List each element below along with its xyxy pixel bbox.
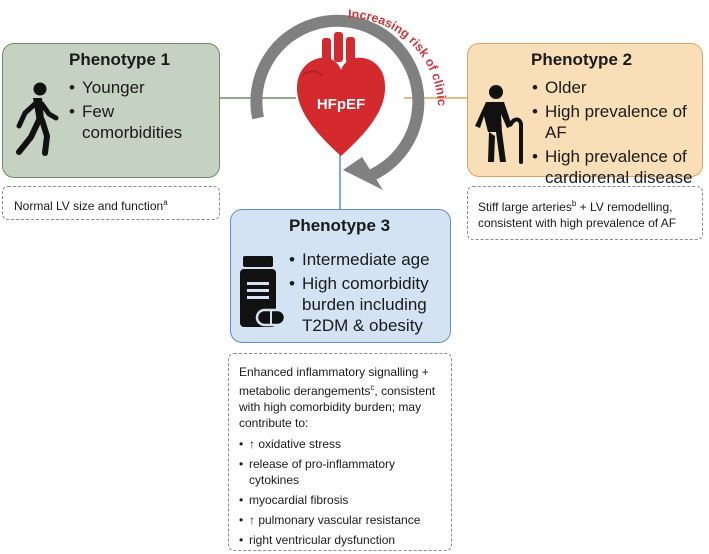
risk-arrow xyxy=(250,14,425,181)
list-item: High prevalence of AF xyxy=(532,101,700,143)
list-item: Older xyxy=(532,77,700,98)
phenotype-3-list: Intermediate age High comorbidity burden… xyxy=(289,249,447,339)
heart-icon xyxy=(296,32,386,156)
list-item: Intermediate age xyxy=(289,249,447,270)
footnote-marker: a xyxy=(163,198,168,207)
list-item: ↑ oxidative stress xyxy=(239,436,441,452)
phenotype-2-title: Phenotype 2 xyxy=(531,50,633,69)
list-item: ↑ pulmonary vascular resistance xyxy=(239,512,441,528)
list-item: Younger xyxy=(69,77,214,98)
note-text: Stiff large arteries xyxy=(478,200,572,214)
footnote-marker: b xyxy=(571,199,577,208)
note-text: + LV remodelling, consistent with high p… xyxy=(478,200,677,230)
elderly-person-with-cane-icon xyxy=(475,85,523,164)
note-text: Enhanced inflammatory signalling + metab… xyxy=(239,365,429,398)
phenotype-3-title: Phenotype 3 xyxy=(289,216,391,235)
phenotype-2-note: Stiff large arteriesb + LV remodelling, … xyxy=(467,186,703,240)
phenotype-1-title: Phenotype 1 xyxy=(69,50,171,69)
list-item: Few comorbidities xyxy=(69,101,214,143)
list-item: right ventricular dysfunction xyxy=(239,532,441,548)
phenotype-1-note: Normal LV size and functiona xyxy=(2,186,220,220)
note-text: , consistent with high comorbidity burde… xyxy=(239,384,436,430)
phenotype-3-box: Phenotype 3 Intermediate age High comorb… xyxy=(230,209,451,343)
phenotype-1-list: Younger Few comorbidities xyxy=(69,77,214,146)
phenotype-2-box: Phenotype 2 Older High prevalence of AF … xyxy=(467,43,703,187)
footnote-marker: c xyxy=(370,383,375,392)
phenotype-2-list: Older High prevalence of AF High prevale… xyxy=(532,77,700,191)
phenotype-1-box: Phenotype 1 Younger Few comorbidities xyxy=(2,43,220,178)
note-intro: Enhanced inflammatory signalling + metab… xyxy=(239,364,441,431)
list-item: release of pro-inflammatory cytokines xyxy=(239,456,441,488)
list-item: High comorbidity burden including T2DM &… xyxy=(289,273,447,336)
walking-person-icon xyxy=(16,82,59,156)
phenotype-3-note: Enhanced inflammatory signalling + metab… xyxy=(228,353,452,551)
hfpef-label: HFpEF xyxy=(316,96,366,113)
list-item: High prevalence of cardiorenal disease xyxy=(532,146,700,188)
mechanism-list: ↑ oxidative stress release of pro-inflam… xyxy=(239,436,441,548)
risk-arrow-head xyxy=(343,157,383,190)
medication-bottle-icon xyxy=(240,256,287,327)
note-text: Normal LV size and function xyxy=(14,199,164,213)
list-item: myocardial fibrosis xyxy=(239,492,441,508)
